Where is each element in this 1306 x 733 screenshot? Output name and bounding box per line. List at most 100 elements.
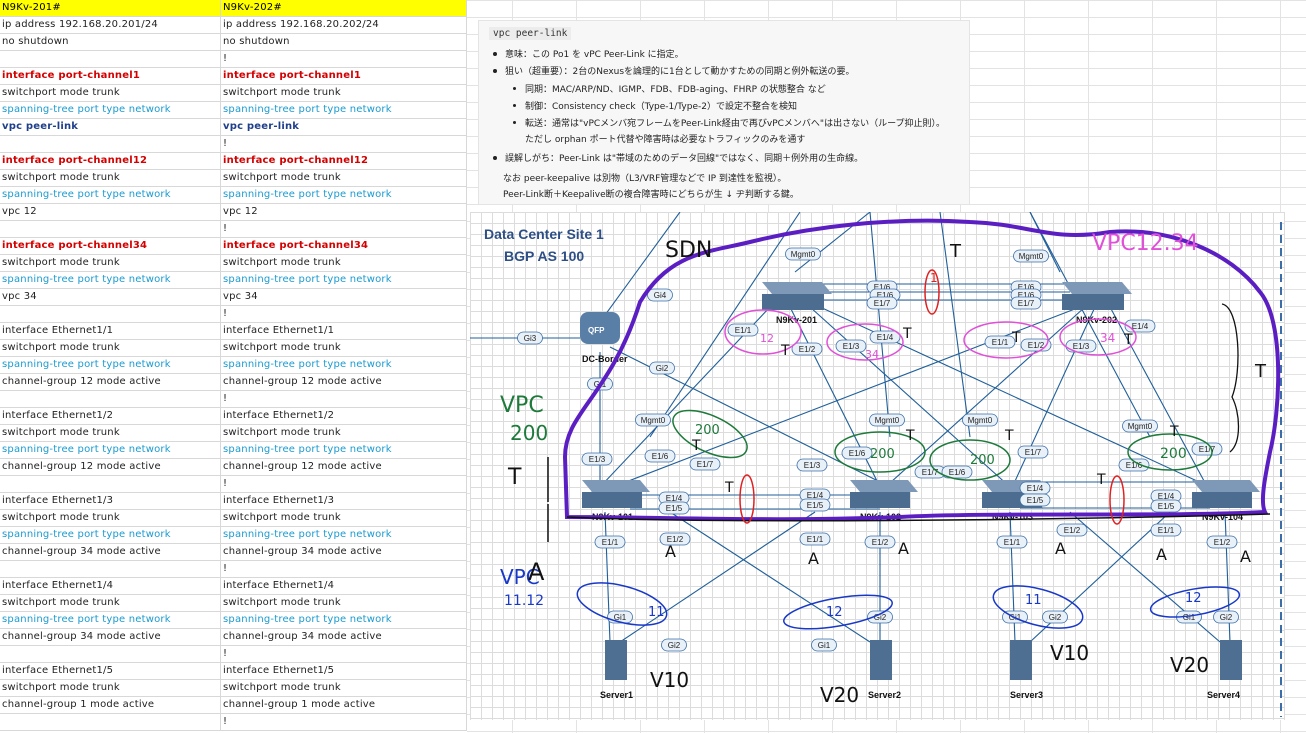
cell-n9kv-201[interactable]: interface port-channel1 (0, 68, 221, 84)
cell-n9kv-202[interactable]: ! (221, 306, 467, 322)
cell-n9kv-202[interactable]: switchport mode trunk (221, 510, 467, 526)
device-server1[interactable]: Server1 (600, 640, 633, 700)
cell-n9kv-201[interactable]: switchport mode trunk (0, 595, 221, 611)
cell-n9kv-202[interactable]: channel-group 1 mode active (221, 697, 467, 713)
cell-n9kv-201[interactable]: switchport mode trunk (0, 680, 221, 696)
cell-n9kv-201[interactable] (0, 136, 221, 152)
cell-n9kv-201[interactable]: interface Ethernet1/2 (0, 408, 221, 424)
pink-circle-34-left (826, 323, 904, 361)
cell-n9kv-201[interactable]: vpc peer-link (0, 119, 221, 135)
cell-n9kv-202[interactable]: interface port-channel1 (221, 68, 467, 84)
port-label-text: Gi1 (614, 613, 627, 622)
cell-n9kv-202[interactable]: interface Ethernet1/4 (221, 578, 467, 594)
cell-n9kv-201[interactable]: spanning-tree port type network (0, 272, 221, 288)
cell-n9kv-202[interactable]: switchport mode trunk (221, 595, 467, 611)
cell-n9kv-202[interactable]: channel-group 12 mode active (221, 459, 467, 475)
cell-n9kv-201[interactable]: spanning-tree port type network (0, 442, 221, 458)
cell-n9kv-201[interactable]: channel-group 12 mode active (0, 374, 221, 390)
cell-n9kv-202[interactable]: interface Ethernet1/3 (221, 493, 467, 509)
cell-n9kv-202[interactable]: ! (221, 136, 467, 152)
cell-n9kv-202[interactable]: ! (221, 51, 467, 67)
cell-n9kv-202[interactable]: spanning-tree port type network (221, 102, 467, 118)
cell-n9kv-202[interactable]: switchport mode trunk (221, 85, 467, 101)
device-n9kv-101[interactable]: N9Kv-101 (582, 480, 650, 522)
cell-n9kv-201[interactable]: spanning-tree port type network (0, 102, 221, 118)
cell-n9kv-202[interactable]: interface Ethernet1/2 (221, 408, 467, 424)
device-server4[interactable]: Server4 (1207, 640, 1242, 700)
cell-n9kv-202[interactable]: ! (221, 646, 467, 662)
cell-n9kv-202[interactable]: switchport mode trunk (221, 340, 467, 356)
cell-n9kv-202[interactable]: interface Ethernet1/5 (221, 663, 467, 679)
column-header-n9kv-202[interactable]: N9Kv-202# (221, 0, 467, 16)
cell-n9kv-202[interactable]: switchport mode trunk (221, 680, 467, 696)
cell-n9kv-201[interactable]: interface port-channel12 (0, 153, 221, 169)
cell-n9kv-201[interactable]: channel-group 34 mode active (0, 629, 221, 645)
cell-n9kv-202[interactable]: vpc peer-link (221, 119, 467, 135)
device-server2[interactable]: Server2 (868, 640, 901, 700)
cell-n9kv-201[interactable] (0, 51, 221, 67)
cell-n9kv-202[interactable]: ! (221, 561, 467, 577)
cell-n9kv-201[interactable]: switchport mode trunk (0, 255, 221, 271)
cell-n9kv-201[interactable]: switchport mode trunk (0, 510, 221, 526)
cell-n9kv-202[interactable]: spanning-tree port type network (221, 357, 467, 373)
cell-n9kv-201[interactable]: interface Ethernet1/1 (0, 323, 221, 339)
cell-n9kv-202[interactable]: channel-group 12 mode active (221, 374, 467, 390)
cell-n9kv-201[interactable]: switchport mode trunk (0, 85, 221, 101)
cell-n9kv-202[interactable]: spanning-tree port type network (221, 187, 467, 203)
cell-n9kv-202[interactable]: spanning-tree port type network (221, 272, 467, 288)
cell-n9kv-201[interactable]: switchport mode trunk (0, 340, 221, 356)
cell-n9kv-201[interactable]: vpc 34 (0, 289, 221, 305)
cell-n9kv-201[interactable]: channel-group 12 mode active (0, 459, 221, 475)
device-n9kv-104[interactable]: N9Kv-104 (1192, 480, 1260, 522)
device-n9kv-202[interactable]: N9Kv-202 (1062, 282, 1132, 325)
cell-n9kv-202[interactable]: spanning-tree port type network (221, 527, 467, 543)
cell-n9kv-202[interactable]: switchport mode trunk (221, 255, 467, 271)
cell-n9kv-201[interactable] (0, 306, 221, 322)
cell-n9kv-201[interactable]: interface Ethernet1/5 (0, 663, 221, 679)
port-label-text: E1/3 (804, 461, 821, 470)
device-n9kv-201[interactable]: N9Kv-201 (762, 282, 832, 325)
column-header-n9kv-201[interactable]: N9Kv-201# (0, 0, 221, 16)
cell-n9kv-202[interactable]: ! (221, 476, 467, 492)
cell-n9kv-201[interactable] (0, 476, 221, 492)
cell-n9kv-201[interactable]: ip address 192.168.20.201/24 (0, 17, 221, 33)
cell-n9kv-202[interactable]: interface Ethernet1/1 (221, 323, 467, 339)
cell-n9kv-201[interactable]: spanning-tree port type network (0, 612, 221, 628)
cell-n9kv-202[interactable]: interface port-channel34 (221, 238, 467, 254)
cell-n9kv-202[interactable]: vpc 34 (221, 289, 467, 305)
cell-n9kv-202[interactable]: channel-group 34 mode active (221, 544, 467, 560)
port-label-e17: E1/7 (1191, 442, 1223, 456)
cell-n9kv-201[interactable]: interface Ethernet1/4 (0, 578, 221, 594)
cell-n9kv-201[interactable]: spanning-tree port type network (0, 357, 221, 373)
device-server3[interactable]: Server3 (1010, 640, 1043, 700)
cell-n9kv-202[interactable]: ! (221, 221, 467, 237)
cell-n9kv-202[interactable]: channel-group 34 mode active (221, 629, 467, 645)
cell-n9kv-202[interactable]: switchport mode trunk (221, 425, 467, 441)
cell-n9kv-202[interactable]: ! (221, 391, 467, 407)
device-dc-border[interactable]: QFP DC-Border (580, 312, 628, 364)
cell-n9kv-202[interactable]: spanning-tree port type network (221, 442, 467, 458)
cell-n9kv-201[interactable]: spanning-tree port type network (0, 187, 221, 203)
cell-n9kv-201[interactable]: switchport mode trunk (0, 170, 221, 186)
cell-n9kv-201[interactable]: spanning-tree port type network (0, 527, 221, 543)
port-label-text: E1/4 (877, 333, 894, 342)
cell-n9kv-201[interactable] (0, 646, 221, 662)
cell-n9kv-201[interactable] (0, 561, 221, 577)
cell-n9kv-201[interactable] (0, 221, 221, 237)
cell-n9kv-201[interactable] (0, 391, 221, 407)
cell-n9kv-202[interactable]: ! (221, 714, 467, 730)
cell-n9kv-202[interactable]: spanning-tree port type network (221, 612, 467, 628)
cell-n9kv-201[interactable]: switchport mode trunk (0, 425, 221, 441)
cell-n9kv-201[interactable]: channel-group 1 mode active (0, 697, 221, 713)
cell-n9kv-201[interactable]: interface Ethernet1/3 (0, 493, 221, 509)
cell-n9kv-202[interactable]: vpc 12 (221, 204, 467, 220)
cell-n9kv-201[interactable]: vpc 12 (0, 204, 221, 220)
cell-n9kv-201[interactable] (0, 714, 221, 730)
cell-n9kv-201[interactable]: no shutdown (0, 34, 221, 50)
cell-n9kv-202[interactable]: interface port-channel12 (221, 153, 467, 169)
cell-n9kv-201[interactable]: interface port-channel34 (0, 238, 221, 254)
cell-n9kv-201[interactable]: channel-group 34 mode active (0, 544, 221, 560)
cell-n9kv-202[interactable]: switchport mode trunk (221, 170, 467, 186)
cell-n9kv-202[interactable]: ip address 192.168.20.202/24 (221, 17, 467, 33)
cell-n9kv-202[interactable]: no shutdown (221, 34, 467, 50)
